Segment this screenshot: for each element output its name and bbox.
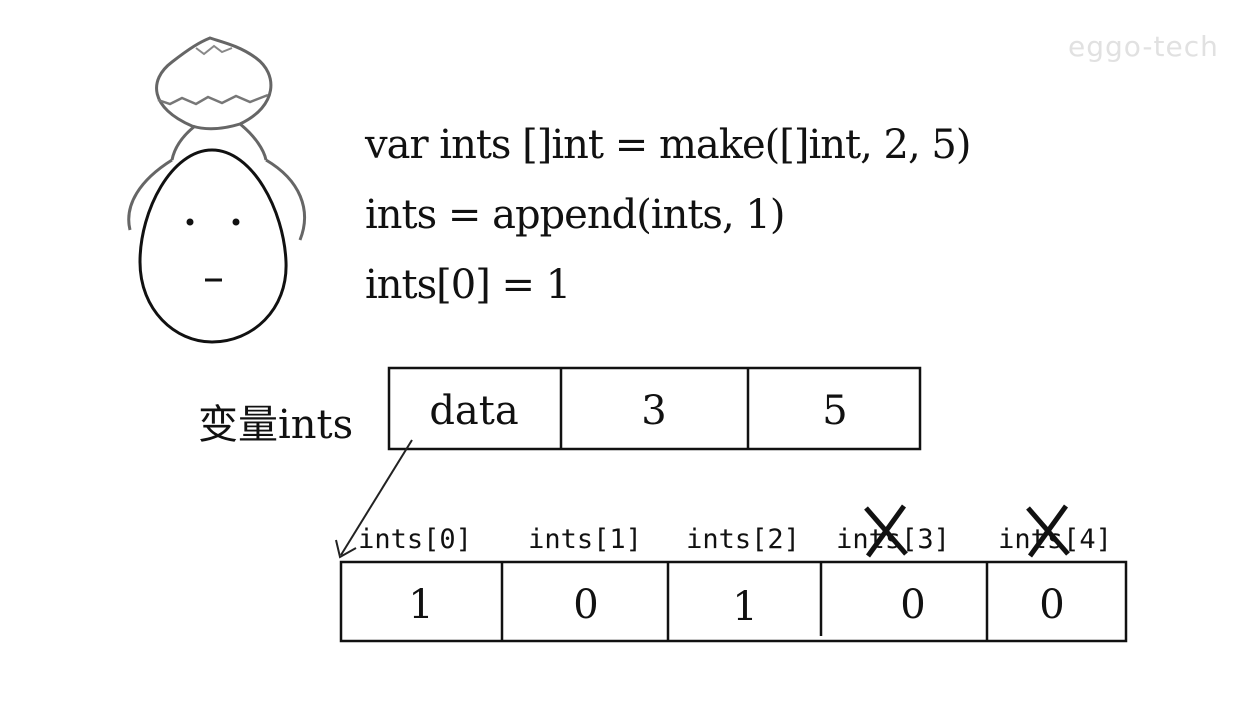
- array-value-1: 0: [573, 582, 598, 628]
- variable-label: 变量ints: [198, 402, 354, 448]
- index-label-2: ints[2]: [686, 524, 800, 555]
- watermark-logo: eggo-tech: [1068, 30, 1219, 63]
- array-value-2: 1: [732, 584, 757, 630]
- cross-mark-3: [864, 504, 908, 558]
- array-value-3: 0: [900, 582, 925, 628]
- backing-array: 1 0 1 0 0: [339, 560, 1128, 643]
- slice-field-cap: 5: [822, 388, 847, 434]
- code-line-make: var ints []int = make([]int, 2, 5): [365, 122, 971, 168]
- array-value-0: 1: [408, 582, 433, 628]
- array-value-4: 0: [1039, 582, 1064, 628]
- slice-field-len: 3: [641, 388, 666, 434]
- right-eye: [232, 218, 240, 226]
- slice-field-data: data: [429, 388, 518, 434]
- left-eye: [186, 218, 194, 226]
- slice-header-box: data 3 5: [387, 366, 922, 451]
- index-label-1: ints[1]: [528, 524, 642, 555]
- code-line-append: ints = append(ints, 1): [365, 192, 785, 238]
- cross-mark-4: [1026, 504, 1070, 558]
- index-labels: ints[0] ints[1] ints[2] ints[3] ints[4]: [358, 524, 1112, 555]
- egg-hat: [127, 36, 307, 241]
- code-line-assign: ints[0] = 1: [365, 262, 571, 308]
- data-pointer-arrow: [335, 439, 413, 559]
- egg-face: [138, 148, 288, 344]
- index-label-0: ints[0]: [358, 524, 472, 555]
